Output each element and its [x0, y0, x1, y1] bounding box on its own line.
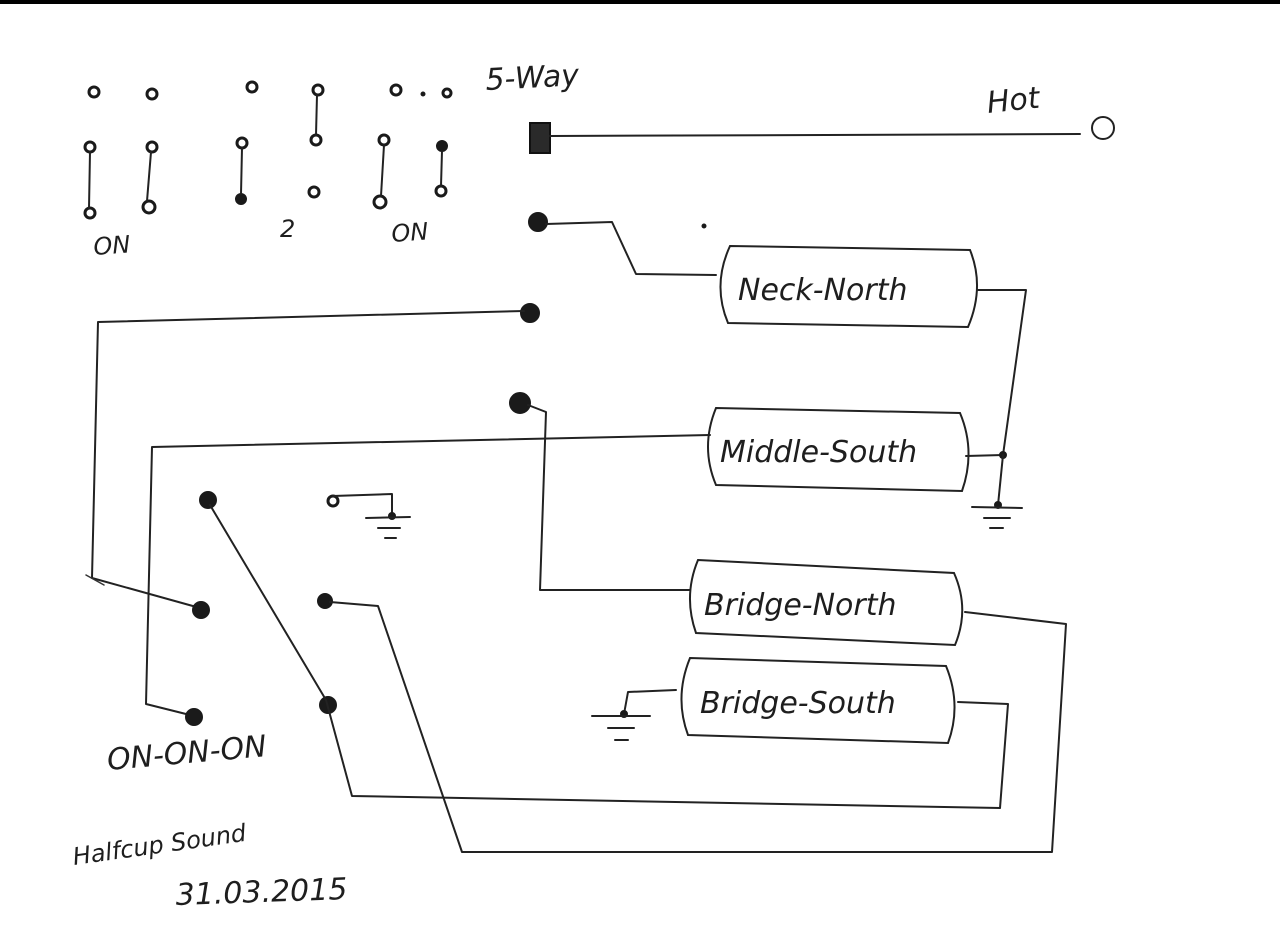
toggle-lug-mid-right — [317, 593, 333, 609]
wire-lug3-to-bridge-north — [527, 404, 691, 591]
pickup-bridge-north: Bridge-North — [688, 558, 964, 647]
hot-output-terminal — [1091, 116, 1115, 140]
toggle-lug-mid-left — [192, 601, 210, 619]
wire-bridge-south-ground — [623, 689, 677, 715]
pickup-middle-south-label: Middle-South — [720, 435, 917, 470]
wire-neck-north-hot — [545, 221, 717, 276]
pickup-neck-north-label: Neck-North — [738, 273, 908, 308]
five-way-lug-2 — [520, 303, 540, 323]
label-two: 2 — [280, 215, 295, 243]
wire-junction-ground — [997, 454, 1004, 506]
pickup-bridge-south: Bridge-South — [680, 656, 956, 745]
toggle-lug-top-left — [199, 491, 217, 509]
pickup-middle-south: Middle-South — [707, 406, 970, 493]
wire-toggle-ground — [332, 493, 393, 517]
switch-position-sketch-two — [235, 80, 325, 205]
wire-middle-south-hot — [145, 434, 711, 717]
wire-hot-output — [549, 133, 1081, 137]
five-way-lug-3 — [509, 392, 531, 414]
wire-neck-north-ground — [977, 289, 1027, 456]
label-hot: Hot — [985, 81, 1042, 121]
pickup-neck-north: Neck-North — [719, 244, 978, 329]
five-way-common-lug — [529, 122, 551, 154]
pickup-bridge-north-label: Bridge-North — [704, 588, 897, 623]
wire-middle-south-out — [965, 454, 1004, 457]
five-way-switch — [509, 122, 551, 414]
ground-symbol-right — [971, 501, 1023, 529]
toggle-lug-top-right — [326, 494, 340, 508]
pickup-bridge-south-label: Bridge-South — [700, 686, 896, 721]
label-on-left: ON — [92, 230, 131, 261]
wire-lug2-stub — [85, 574, 105, 586]
label-on-on-on: ON-ON-ON — [106, 729, 268, 778]
toggle-lug-bottom-left — [185, 708, 203, 726]
switch-position-sketch-on-right — [372, 83, 453, 210]
signature-halfcup-sound: Halfcup Sound — [71, 819, 249, 871]
label-on-right: ON — [390, 217, 429, 248]
label-five-way: 5-Way — [485, 58, 581, 98]
ground-symbol-toggle — [365, 512, 411, 539]
stray-dot — [701, 223, 707, 229]
signature-date: 31.03.2015 — [175, 872, 348, 913]
switch-position-sketch-on-left — [83, 85, 159, 220]
ground-symbol-bridge-south — [591, 710, 651, 741]
five-way-lug-neck — [528, 212, 548, 232]
wire-toggle-diagonal — [209, 504, 1009, 809]
on-on-on-toggle — [185, 491, 340, 726]
wire-lug2-to-toggle — [91, 310, 525, 609]
wire-toggle-to-bridge-north — [329, 601, 1067, 853]
